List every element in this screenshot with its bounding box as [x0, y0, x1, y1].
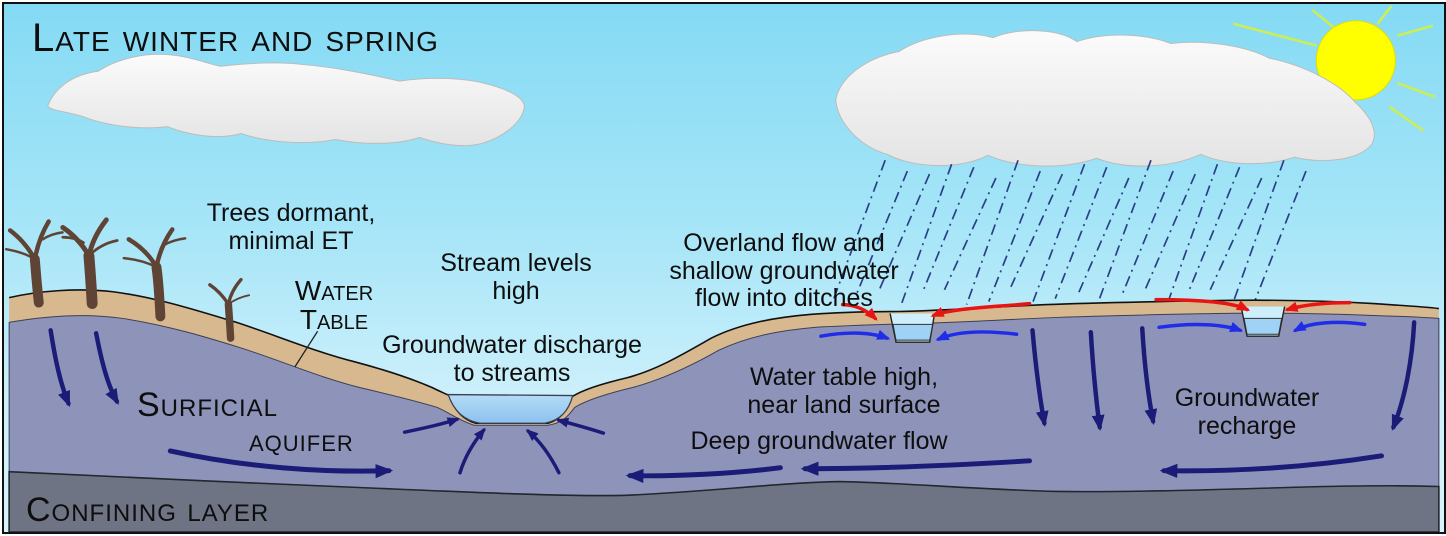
ditch — [1240, 306, 1286, 337]
label-deep-groundwater-flow: Deep groundwater flow — [690, 427, 948, 455]
label-aquifer: aquifer — [249, 423, 354, 458]
label-groundwater-recharge: Groundwater recharge — [1174, 384, 1320, 440]
stream-water — [447, 393, 574, 424]
water-table-leader-line — [294, 330, 319, 368]
diagram-artwork — [4, 5, 1440, 532]
tree-icon — [4, 219, 64, 308]
tree-icon — [60, 217, 119, 310]
overland-flow-arrows — [840, 297, 1352, 321]
label-surficial: Surficial — [137, 386, 279, 424]
land-surface-line — [8, 289, 1439, 425]
ditch — [889, 313, 936, 343]
page-title: Late winter and spring — [32, 16, 439, 60]
surficial-aquifer-body — [8, 312, 1440, 532]
tree-icon — [122, 227, 187, 322]
tree-icon — [208, 277, 251, 342]
sun-icon — [1232, 5, 1436, 132]
label-water-table-high: Water table high, near land surface — [747, 363, 941, 419]
cloud-icon — [835, 30, 1375, 167]
label-stream-levels: Stream levels high — [440, 249, 592, 305]
label-confining-layer: Confining layer — [26, 491, 270, 529]
confining-layer-body — [8, 470, 1440, 532]
label-overland-flow: Overland flow and shallow groundwater fl… — [669, 229, 899, 312]
label-water-table: Water Table — [294, 275, 374, 336]
label-groundwater-discharge: Groundwater discharge to streams — [382, 331, 642, 387]
cloud-icon — [47, 53, 525, 147]
label-trees-dormant: Trees dormant, minimal ET — [206, 199, 376, 255]
rain-icon — [832, 159, 1307, 308]
groundwater-flow-arrows — [48, 320, 1417, 484]
shallow-groundwater-arrows — [819, 320, 1367, 341]
